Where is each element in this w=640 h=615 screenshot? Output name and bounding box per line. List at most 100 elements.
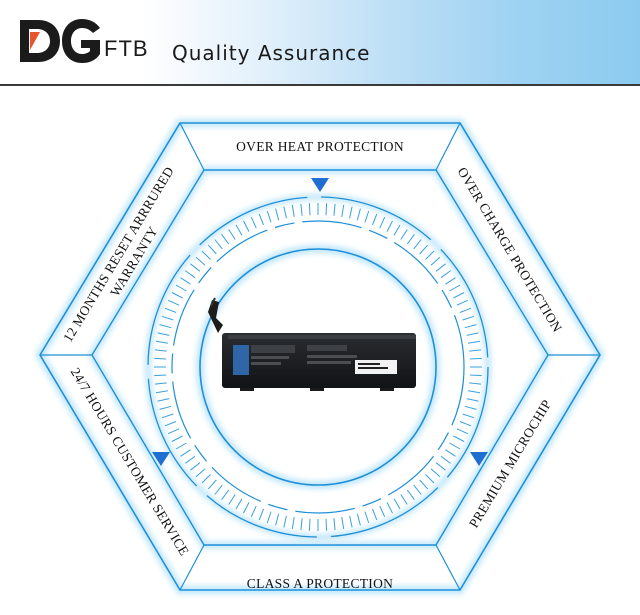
header-divider bbox=[0, 84, 640, 86]
tick-mark bbox=[419, 479, 429, 490]
tick-mark bbox=[435, 462, 446, 471]
tick-mark bbox=[440, 270, 451, 279]
tick-mark bbox=[349, 515, 353, 528]
tick-mark bbox=[469, 374, 482, 377]
tick-mark bbox=[185, 270, 196, 279]
tick-mark bbox=[175, 284, 187, 292]
tick-mark bbox=[419, 244, 429, 255]
tick-mark bbox=[154, 382, 167, 385]
tick-mark bbox=[228, 229, 236, 240]
logo-suffix-text: FTB bbox=[104, 36, 149, 61]
tick-mark bbox=[235, 224, 243, 236]
tick-mark bbox=[221, 489, 230, 500]
tick-mark bbox=[445, 449, 456, 457]
arrow-down-top-icon bbox=[311, 178, 329, 192]
tick-mark bbox=[190, 462, 201, 471]
tick-mark bbox=[308, 203, 311, 216]
tick-mark bbox=[393, 498, 401, 510]
hexagon-connectors bbox=[40, 122, 600, 591]
tick-mark bbox=[453, 435, 465, 442]
tick-mark bbox=[456, 428, 469, 435]
tick-mark bbox=[243, 220, 250, 232]
dg-logo-icon bbox=[20, 19, 100, 63]
tick-mark bbox=[356, 513, 361, 526]
tick-mark bbox=[180, 449, 191, 457]
tick-mark bbox=[341, 517, 345, 530]
tick-mark bbox=[167, 428, 180, 435]
tick-mark bbox=[266, 511, 272, 524]
tick-mark bbox=[164, 421, 177, 427]
tick-mark bbox=[333, 518, 336, 531]
tick-mark bbox=[161, 413, 174, 419]
tick-mark bbox=[161, 315, 174, 321]
outer-ring bbox=[145, 194, 491, 540]
tick-mark bbox=[171, 292, 183, 299]
tick-mark bbox=[167, 299, 180, 306]
tick-mark bbox=[406, 489, 415, 500]
tick-mark bbox=[449, 442, 461, 450]
tick-mark bbox=[356, 208, 361, 221]
tick-mark bbox=[464, 405, 477, 410]
tick-mark bbox=[425, 250, 435, 260]
tick-mark bbox=[214, 484, 223, 495]
tick-mark bbox=[459, 307, 472, 313]
tick-mark bbox=[462, 413, 475, 419]
tick-mark bbox=[159, 324, 172, 329]
tick-mark bbox=[154, 357, 167, 360]
tick-mark bbox=[393, 224, 401, 236]
tick-ring bbox=[154, 203, 482, 531]
tick-mark bbox=[291, 204, 295, 217]
tick-mark bbox=[157, 398, 170, 402]
tick-mark bbox=[364, 511, 370, 524]
tick-mark bbox=[469, 349, 482, 352]
tick-mark bbox=[372, 508, 378, 521]
feature-label-top: OVER HEAT PROTECTION bbox=[236, 139, 404, 154]
tick-mark bbox=[379, 505, 386, 518]
tick-mark bbox=[180, 277, 191, 285]
tick-mark bbox=[243, 502, 250, 514]
tick-mark bbox=[275, 513, 280, 526]
tick-mark bbox=[250, 505, 257, 518]
tick-mark bbox=[154, 374, 167, 377]
tick-mark bbox=[291, 517, 295, 530]
tick-mark bbox=[459, 421, 472, 427]
tick-mark bbox=[425, 474, 435, 484]
tick-mark bbox=[250, 216, 257, 229]
tick-mark bbox=[207, 244, 217, 255]
tick-mark bbox=[221, 234, 230, 245]
tick-mark bbox=[283, 515, 287, 528]
tick-mark bbox=[159, 405, 172, 410]
tick-mark bbox=[333, 203, 336, 216]
tick-mark bbox=[445, 277, 456, 285]
tick-mark bbox=[468, 390, 481, 394]
tick-mark bbox=[164, 307, 177, 313]
tick-mark bbox=[175, 442, 187, 450]
page-title: Quality Assurance bbox=[172, 41, 371, 65]
tick-mark bbox=[157, 332, 170, 336]
tick-mark bbox=[155, 390, 168, 394]
tick-mark bbox=[155, 340, 168, 344]
tick-mark bbox=[386, 220, 393, 232]
tick-mark bbox=[456, 299, 469, 306]
tick-mark bbox=[464, 324, 477, 329]
tick-mark bbox=[258, 508, 264, 521]
tick-mark bbox=[207, 479, 217, 490]
tick-mark bbox=[308, 518, 311, 531]
tick-mark bbox=[400, 229, 408, 240]
tick-mark bbox=[190, 263, 201, 272]
tick-mark bbox=[430, 256, 441, 266]
tick-mark bbox=[341, 204, 345, 217]
tick-mark bbox=[214, 239, 223, 250]
tick-mark bbox=[466, 398, 479, 402]
tick-mark bbox=[201, 474, 211, 484]
tick-mark bbox=[413, 239, 422, 250]
tick-mark bbox=[154, 349, 167, 352]
tick-mark bbox=[195, 256, 206, 266]
tick-mark bbox=[449, 284, 461, 292]
tick-mark bbox=[468, 340, 481, 344]
tick-mark bbox=[435, 263, 446, 272]
inner-ring bbox=[171, 220, 465, 514]
tick-mark bbox=[469, 357, 482, 360]
tick-mark bbox=[258, 213, 264, 226]
tick-mark bbox=[171, 435, 183, 442]
